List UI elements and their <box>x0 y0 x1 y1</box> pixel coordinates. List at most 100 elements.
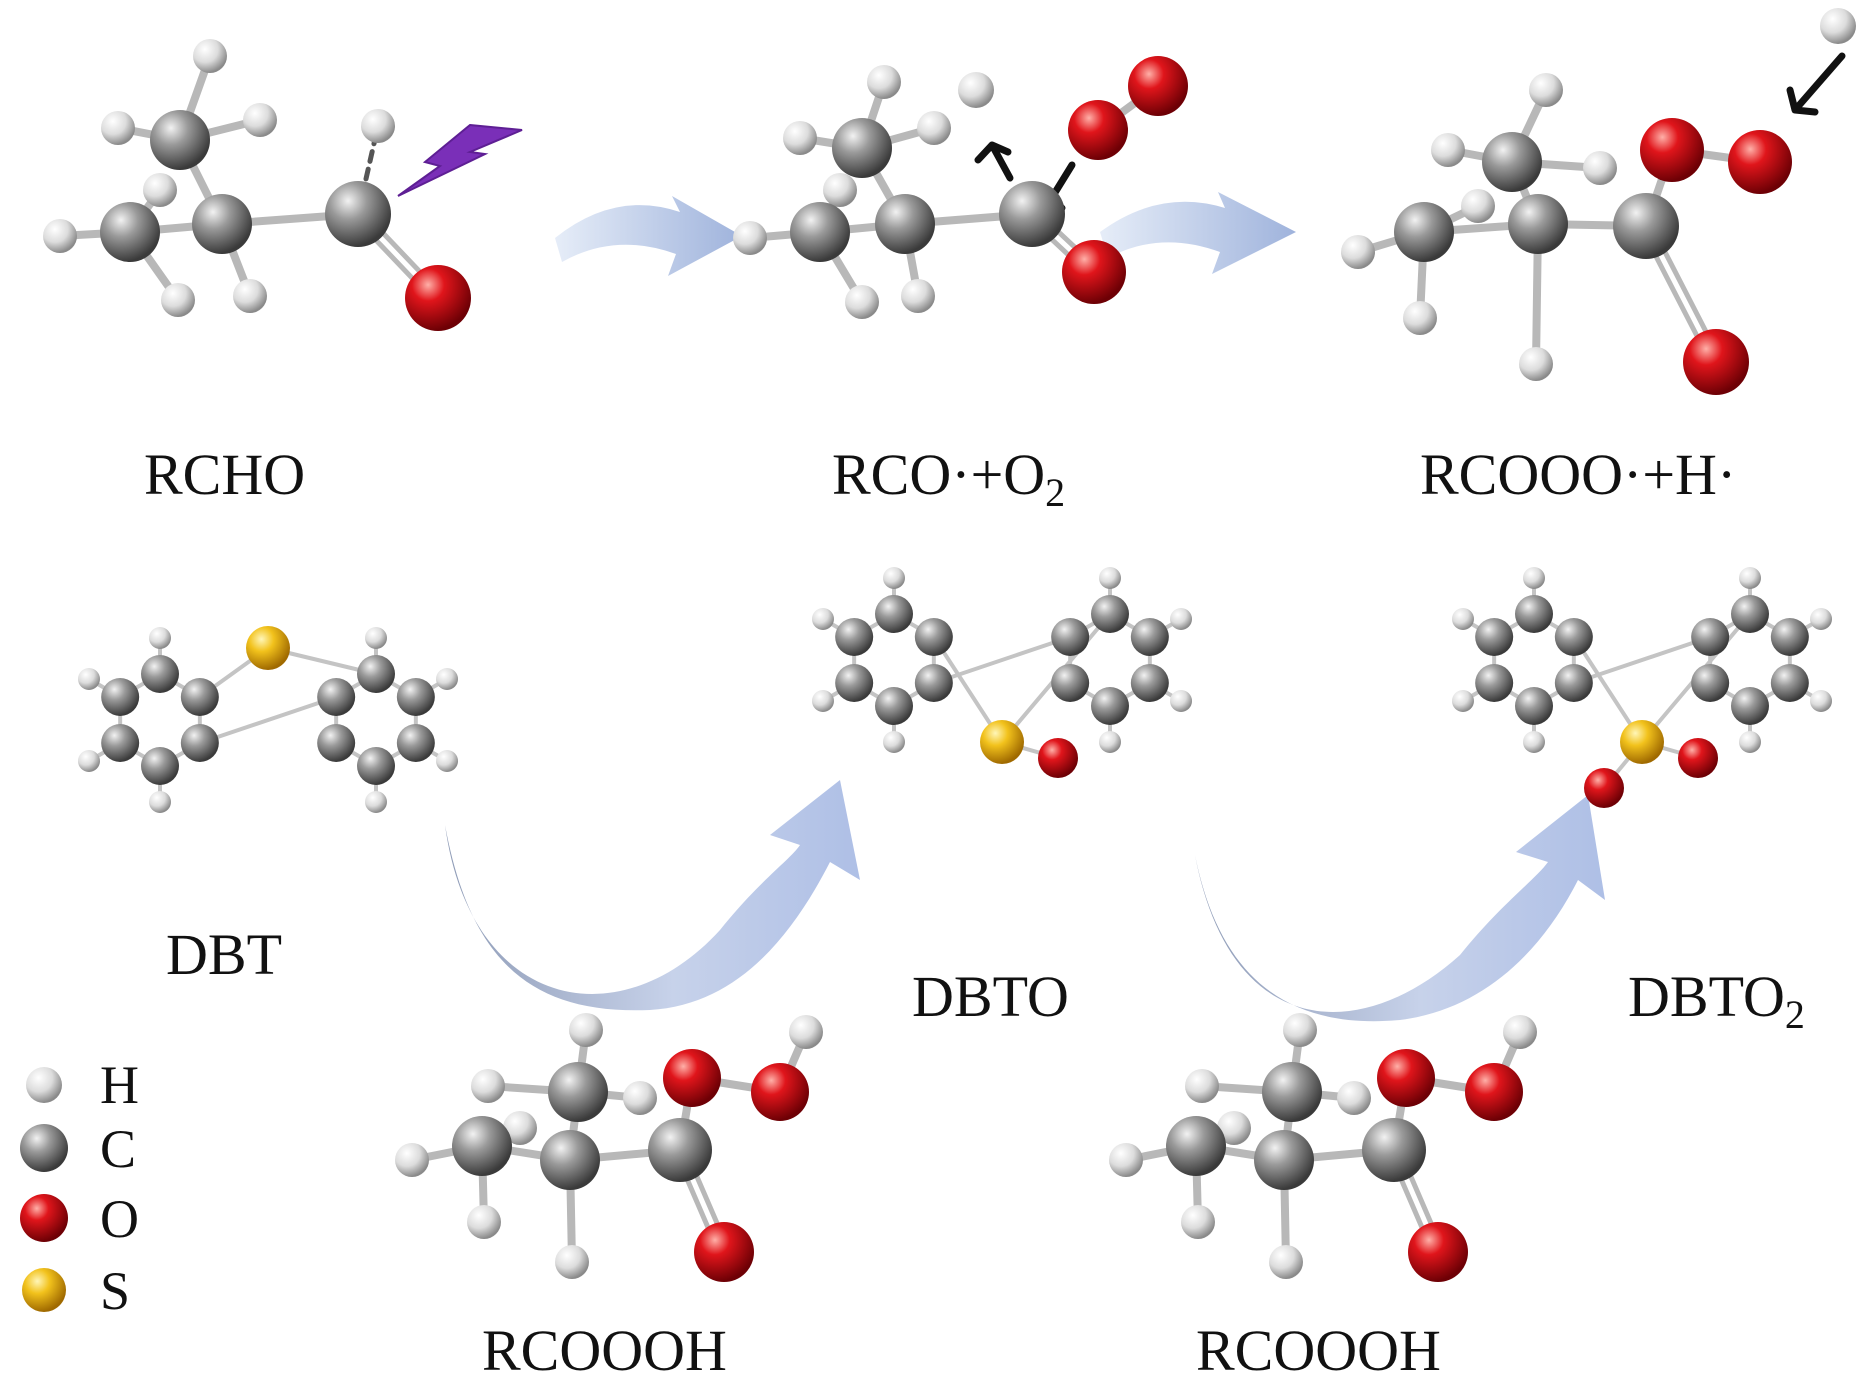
hydrogen-atom <box>143 173 177 207</box>
hydrogen-atom <box>555 1245 589 1279</box>
hydrogen-atom <box>436 668 459 690</box>
hydrogen-atom <box>1283 1013 1317 1047</box>
hydrogen-atom <box>161 283 195 317</box>
hydrogen-atom <box>467 1205 501 1239</box>
sulfur-atom <box>246 626 290 670</box>
carbon-atom <box>101 724 140 762</box>
carbon-atom <box>100 202 160 262</box>
carbon-atom <box>1262 1062 1322 1122</box>
carbon-atom <box>1130 664 1169 702</box>
hydrogen-atom <box>1451 608 1474 630</box>
hydrogen-atom <box>789 1015 823 1049</box>
hydrogen-atom <box>361 109 395 143</box>
arrow-up-icon <box>974 141 1014 182</box>
hydrogen-atom <box>1529 73 1563 107</box>
carbon-atom <box>1475 618 1514 656</box>
label-rco-o2-text: RCO·+O <box>832 442 1046 507</box>
carbon-atom <box>548 1062 608 1122</box>
sulfur-atom <box>1620 720 1664 764</box>
carbon-atom <box>914 618 953 656</box>
oxygen-atom <box>1068 100 1128 160</box>
hydrogen-atom <box>1185 1069 1219 1103</box>
carbon-atom <box>648 1118 712 1182</box>
carbon-atom <box>835 664 874 702</box>
hydrogen-atom <box>1583 151 1617 185</box>
molecule-rcoooh-left <box>395 1013 823 1282</box>
sulfur-atom-icon <box>22 1268 66 1312</box>
carbon-atom <box>999 181 1065 247</box>
sulfur-atom <box>980 720 1024 764</box>
carbon-atom <box>1554 664 1593 702</box>
hydrogen-atom <box>1503 1015 1537 1049</box>
carbon-atom <box>101 678 140 716</box>
hydrogen-atom <box>77 668 100 690</box>
hydrogen-atom <box>1739 731 1761 753</box>
hydrogen-atom <box>811 690 834 712</box>
carbon-atom <box>1130 618 1169 656</box>
oxygen-atom <box>1640 118 1704 182</box>
carbon-atom <box>1515 595 1553 633</box>
legend-label-s: S <box>100 1261 131 1321</box>
carbon-atom <box>396 724 435 762</box>
label-dbto2: DBTO2 <box>1628 968 1805 1035</box>
carbon-atom <box>1691 664 1730 702</box>
legend-label-c: C <box>100 1119 137 1179</box>
light-bolt-icon <box>397 123 523 197</box>
molecule-rcooo-radical <box>1341 8 1856 395</box>
label-rcoooh-right: RCOOOH <box>1196 1318 1441 1383</box>
label-rco-o2: RCO·+O2 <box>832 446 1065 513</box>
carbon-atom <box>1554 618 1593 656</box>
hydrogen-atom <box>77 750 100 772</box>
oxygen-atom <box>1377 1049 1435 1107</box>
label-dbto2-text: DBTO <box>1628 964 1785 1029</box>
carbon-atom <box>1770 618 1809 656</box>
carbon-atom <box>1051 664 1090 702</box>
hydrogen-atom <box>1810 690 1833 712</box>
molecule-dbt <box>77 626 459 813</box>
carbon-atom <box>357 655 395 693</box>
molecule-rcoooh-right <box>1109 1013 1537 1282</box>
hydrogen-atom <box>1337 1081 1371 1115</box>
carbon-atom <box>1731 595 1769 633</box>
molecule-dbto <box>811 567 1193 778</box>
hydrogen-atom <box>1217 1111 1251 1145</box>
carbon-atom <box>540 1130 600 1190</box>
carbon-atom <box>1394 202 1454 262</box>
carbon-atom <box>914 664 953 702</box>
carbon-atom <box>452 1116 512 1176</box>
carbon-atom <box>832 118 892 178</box>
hydrogen-atom <box>1519 347 1553 381</box>
hydrogen-atom <box>958 72 994 108</box>
hydrogen-atom <box>1269 1245 1303 1279</box>
hydrogen-atom <box>823 173 857 207</box>
hydrogen-atom <box>845 285 879 319</box>
legend-label-h: H <box>100 1055 139 1115</box>
hydrogen-atom <box>1523 731 1545 753</box>
hydrogen-atom <box>783 121 817 155</box>
oxygen-atom <box>1678 738 1718 778</box>
carbon-atom <box>141 655 179 693</box>
carbon-atom <box>1362 1118 1426 1182</box>
oxygen-atom <box>1728 130 1792 194</box>
carbon-atom <box>317 678 356 716</box>
carbon-atom <box>1515 687 1553 725</box>
hydrogen-atom <box>149 627 171 649</box>
hydrogen-atom <box>365 791 387 813</box>
carbon-atom <box>875 595 913 633</box>
hydrogen-atom <box>149 791 171 813</box>
carbon-atom <box>141 747 179 785</box>
carbon-atom <box>317 724 356 762</box>
molecule-o2 <box>1068 56 1188 160</box>
hydrogen-atom <box>917 111 951 145</box>
hydrogen-atom <box>233 279 267 313</box>
hydrogen-atom <box>1109 1143 1143 1177</box>
bond <box>197 695 339 745</box>
oxygen-atom <box>1062 240 1126 304</box>
carbon-atom <box>150 110 210 170</box>
hydrogen-atom <box>901 279 935 313</box>
hydrogen-atom <box>1820 8 1856 44</box>
carbon-atom <box>1508 194 1568 254</box>
hydrogen-atom <box>1099 731 1121 753</box>
carbon-atom <box>1691 618 1730 656</box>
